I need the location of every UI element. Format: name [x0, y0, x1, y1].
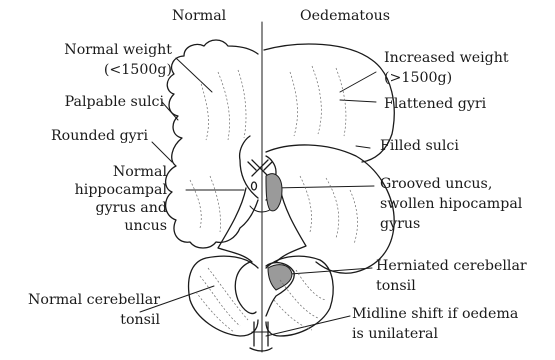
label-normal-weight-value: (<1500g)	[104, 62, 172, 79]
oedematous-temporal-outline	[266, 145, 394, 273]
label-hippocampal-3: gyrus and	[96, 200, 168, 217]
label-gyrus: gyrus	[380, 216, 420, 233]
label-midline-shift-2: is unilateral	[352, 326, 438, 343]
optic-chiasm	[248, 160, 272, 176]
foramen-magnum	[250, 348, 272, 351]
label-hippocampal-4: uncus	[124, 218, 167, 235]
grooved-uncus-shading	[266, 174, 282, 211]
label-hippocampal-1: Normal	[113, 164, 167, 181]
heading-oedematous: Oedematous	[300, 8, 390, 25]
normal-temporal-border	[240, 136, 258, 198]
label-normal-weight: Normal weight	[64, 42, 172, 59]
label-rounded-gyri: Rounded gyri	[51, 128, 148, 145]
label-herniated-tonsil: tonsil	[376, 278, 416, 295]
label-grooved-uncus: Grooved uncus,	[380, 176, 492, 193]
mamillary-body	[252, 182, 257, 190]
label-flattened-gyri: Flattened gyri	[384, 96, 486, 113]
label-midline-shift: Midline shift if oedema	[352, 306, 518, 323]
label-herniated-cerebellar: Herniated cerebellar	[376, 258, 527, 275]
label-normal-cerebellar: Normal cerebellar	[28, 292, 160, 309]
label-palpable-sulci: Palpable sulci	[65, 94, 164, 111]
normal-hemisphere-outline	[166, 40, 258, 248]
label-increased-weight: Increased weight	[384, 50, 509, 67]
label-normal-cerebellar-tonsil: tonsil	[120, 312, 160, 329]
normal-cerebellar-tonsil	[235, 262, 256, 314]
label-increased-weight-value: (>1500g)	[384, 70, 452, 87]
label-hippocampal-2: hippocampal	[75, 182, 167, 199]
oedematous-hemisphere-outline	[264, 44, 394, 162]
label-filled-sulci: Filled sulci	[380, 138, 459, 155]
label-swollen-hippocampal: swollen hipocampal	[380, 196, 522, 213]
heading-normal: Normal	[172, 8, 226, 25]
